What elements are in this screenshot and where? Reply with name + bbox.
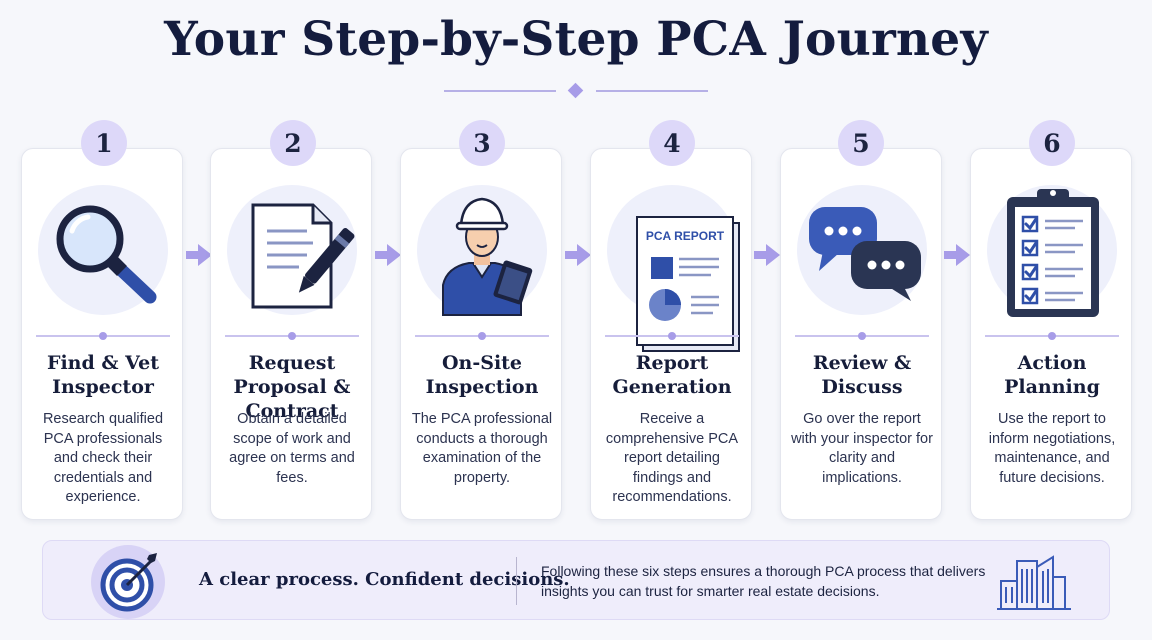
- step-card-1: Find & Vet Inspector Research qualified …: [21, 148, 183, 520]
- banner-tagline: A clear process. Confident decisions.: [199, 569, 570, 590]
- step-badge-6: 6: [1029, 120, 1075, 166]
- banner-divider: [516, 557, 517, 605]
- step-card-2: Request Proposal & Contract Obtain a det…: [210, 148, 372, 520]
- document-pen-icon: [251, 203, 355, 309]
- step-title: Request Proposal & Contract: [233, 352, 351, 422]
- step-badge-2: 2: [270, 120, 316, 166]
- step-card-6: Action Planning Use the report to inform…: [970, 148, 1132, 520]
- step-badge-4: 4: [649, 120, 695, 166]
- inspector-icon: [442, 197, 533, 316]
- arrow-right-icon: [565, 244, 591, 266]
- step-title: Review & Discuss: [812, 352, 912, 398]
- summary-banner: A clear process. Confident decisions. Fo…: [42, 540, 1110, 620]
- step-card-4: PCA REPORT Report Generation Receive a c…: [590, 148, 752, 520]
- step-card-5: Review & Discuss Go over the report with…: [780, 148, 942, 520]
- report-icon: PCA REPORT: [636, 216, 740, 352]
- step-title: Action Planning: [1004, 352, 1100, 398]
- page-title: Your Step-by-Step PCA Journey: [164, 12, 988, 67]
- arrow-right-icon: [944, 244, 970, 266]
- arrow-right-icon: [375, 244, 401, 266]
- banner-description: Following these six steps ensures a thor…: [541, 563, 986, 599]
- chat-bubbles-icon: [809, 207, 921, 301]
- step-description: Research qualified PCA professionals and…: [42, 411, 164, 505]
- magnifying-glass-icon: [56, 205, 157, 304]
- step-card-3: On-Site Inspection The PCA professional …: [400, 148, 562, 520]
- step-title: Find & Vet Inspector: [46, 352, 160, 398]
- title-divider: [444, 82, 708, 99]
- step-badge-5: 5: [838, 120, 884, 166]
- step-badge-1: 1: [81, 120, 127, 166]
- step-title: Report Generation: [612, 352, 732, 398]
- step-description: Receive a comprehensive PCA report detai…: [605, 411, 739, 505]
- report-label: PCA REPORT: [646, 229, 725, 243]
- checklist-clipboard-icon: [1007, 189, 1099, 317]
- step-title: On-Site Inspection: [425, 352, 539, 398]
- city-buildings-icon: [997, 555, 1071, 610]
- step-badge-3: 3: [459, 120, 505, 166]
- step-description: Use the report to inform negotiations, m…: [988, 411, 1116, 486]
- arrow-right-icon: [186, 244, 212, 266]
- step-description: Obtain a detailed scope of work and agre…: [229, 411, 355, 486]
- arrow-right-icon: [754, 244, 780, 266]
- target-icon: [91, 545, 165, 619]
- step-description: Go over the report with your inspector f…: [791, 411, 933, 486]
- step-description: The PCA professional conducts a thorough…: [411, 411, 553, 486]
